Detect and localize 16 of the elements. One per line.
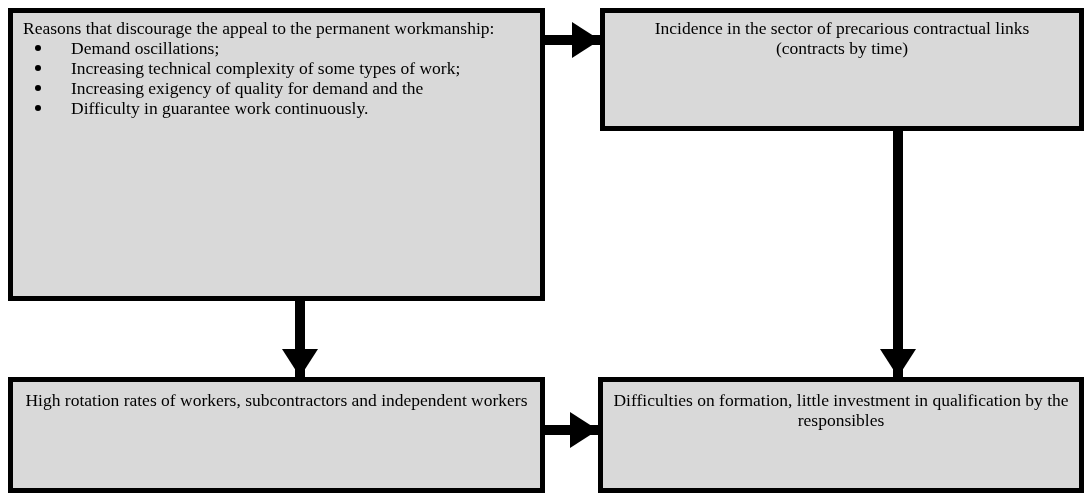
arrow — [282, 301, 318, 377]
list-item-text: Demand oscillations; — [71, 38, 220, 58]
box-text: High rotation rates of workers, subcontractors and independent workers — [24, 390, 529, 410]
list-item-text: Difficulty in guarantee work continuously. — [71, 98, 369, 118]
arrow — [545, 412, 598, 448]
text-box — [8, 377, 545, 493]
text-box — [8, 8, 545, 301]
list-item-text: Increasing exigency of quality for demand and the — [71, 78, 424, 98]
text-box — [598, 377, 1084, 493]
arrow — [880, 131, 916, 377]
box-text: Incidence in the sector of precarious contractual links (contracts by time) — [653, 18, 1031, 58]
box-text: Difficulties on formation, little investment in qualification by the responsibles — [613, 390, 1069, 430]
arrow — [545, 22, 600, 58]
text-box — [600, 8, 1084, 131]
heading-text: Reasons that discourage the appeal to the permanent workmanship: — [23, 18, 496, 38]
list-item-text: Increasing technical complexity of some types of work; — [71, 58, 461, 78]
